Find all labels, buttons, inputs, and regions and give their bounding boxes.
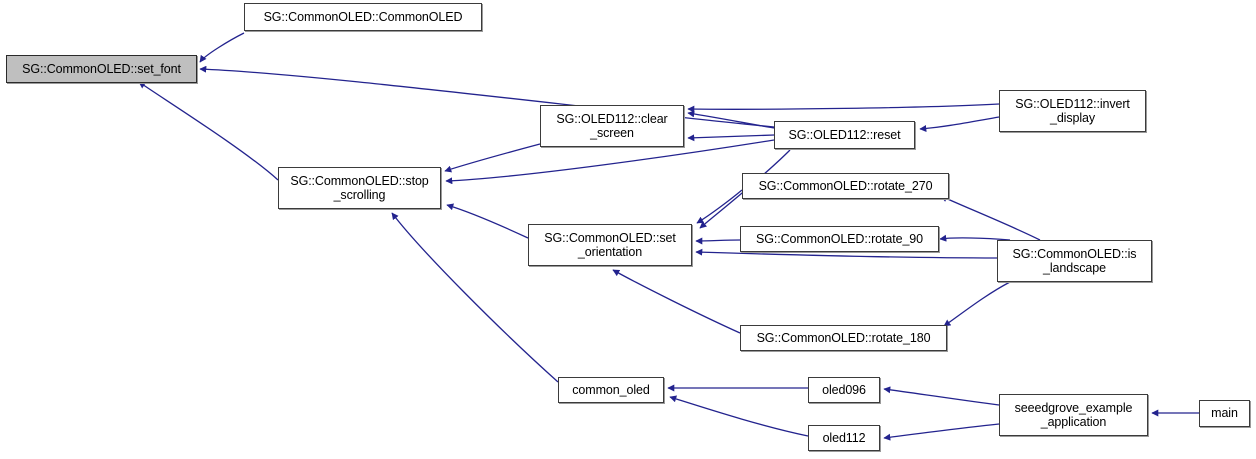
graph-node-label: SG::CommonOLED::rotate_270 xyxy=(758,178,933,193)
call-edge xyxy=(696,189,743,224)
graph-node-label: oled096 xyxy=(822,382,866,397)
graph-node-reset[interactable]: SG::OLED112::reset xyxy=(774,121,915,149)
graph-node-common_oled[interactable]: common_oled xyxy=(558,377,664,403)
graph-node-label: main xyxy=(1211,406,1238,421)
graph-node-rotate_180[interactable]: SG::CommonOLED::rotate_180 xyxy=(740,325,947,351)
call-edge xyxy=(940,195,1041,241)
call-edge xyxy=(612,269,741,334)
graph-node-label: seeedgrove_example _application xyxy=(1014,400,1133,430)
call-edge xyxy=(943,281,1011,327)
graph-node-label: SG::OLED112::invert _display xyxy=(1015,96,1130,126)
graph-node-clear_screen[interactable]: SG::OLED112::clear _screen xyxy=(540,105,684,147)
graph-node-is_landscape[interactable]: SG::CommonOLED::is _landscape xyxy=(997,240,1152,282)
graph-node-label: oled112 xyxy=(822,430,866,445)
graph-node-commonoled[interactable]: SG::CommonOLED::CommonOLED xyxy=(244,3,482,31)
graph-node-label: SG::CommonOLED::rotate_180 xyxy=(756,330,931,345)
graph-node-oled096[interactable]: oled096 xyxy=(808,377,880,403)
graph-node-set_font[interactable]: SG::CommonOLED::set_font xyxy=(6,55,197,83)
call-edge xyxy=(199,65,775,128)
call-edge xyxy=(883,423,1000,441)
graph-node-stop_scrolling[interactable]: SG::CommonOLED::stop _scrolling xyxy=(278,167,441,209)
call-edge xyxy=(669,395,809,437)
graph-node-label: SG::OLED112::reset xyxy=(788,127,901,142)
call-edge xyxy=(446,203,529,239)
graph-node-label: SG::CommonOLED::CommonOLED xyxy=(263,9,463,24)
graph-node-label: SG::CommonOLED::stop _scrolling xyxy=(290,173,429,203)
graph-node-set_orientation[interactable]: SG::CommonOLED::set _orientation xyxy=(528,224,692,266)
graph-node-label: SG::CommonOLED::set _orientation xyxy=(544,230,676,260)
graph-node-seeedgrove[interactable]: seeedgrove_example _application xyxy=(999,394,1148,436)
graph-node-main[interactable]: main xyxy=(1199,400,1250,427)
graph-node-label: SG::CommonOLED::set_font xyxy=(22,61,181,76)
call-edge xyxy=(444,143,541,173)
graph-node-rotate_270[interactable]: SG::CommonOLED::rotate_270 xyxy=(742,173,949,199)
call-edge xyxy=(883,386,1000,406)
graph-node-label: SG::CommonOLED::rotate_90 xyxy=(755,231,924,246)
graph-node-label: SG::OLED112::clear _screen xyxy=(556,111,668,141)
call-edge xyxy=(138,81,279,181)
graph-node-rotate_90[interactable]: SG::CommonOLED::rotate_90 xyxy=(740,226,939,252)
call-edge xyxy=(695,248,998,259)
graph-node-invert_display[interactable]: SG::OLED112::invert _display xyxy=(999,90,1146,132)
call-edge xyxy=(687,110,775,129)
call-edge xyxy=(695,237,741,245)
call-edge xyxy=(687,134,775,142)
graph-node-label: common_oled xyxy=(572,382,650,397)
call-edge xyxy=(687,103,1000,113)
call-edge xyxy=(919,116,1000,132)
call-edge xyxy=(199,32,245,63)
graph-node-label: SG::CommonOLED::is _landscape xyxy=(1012,246,1137,276)
graph-node-oled112[interactable]: oled112 xyxy=(808,425,880,451)
